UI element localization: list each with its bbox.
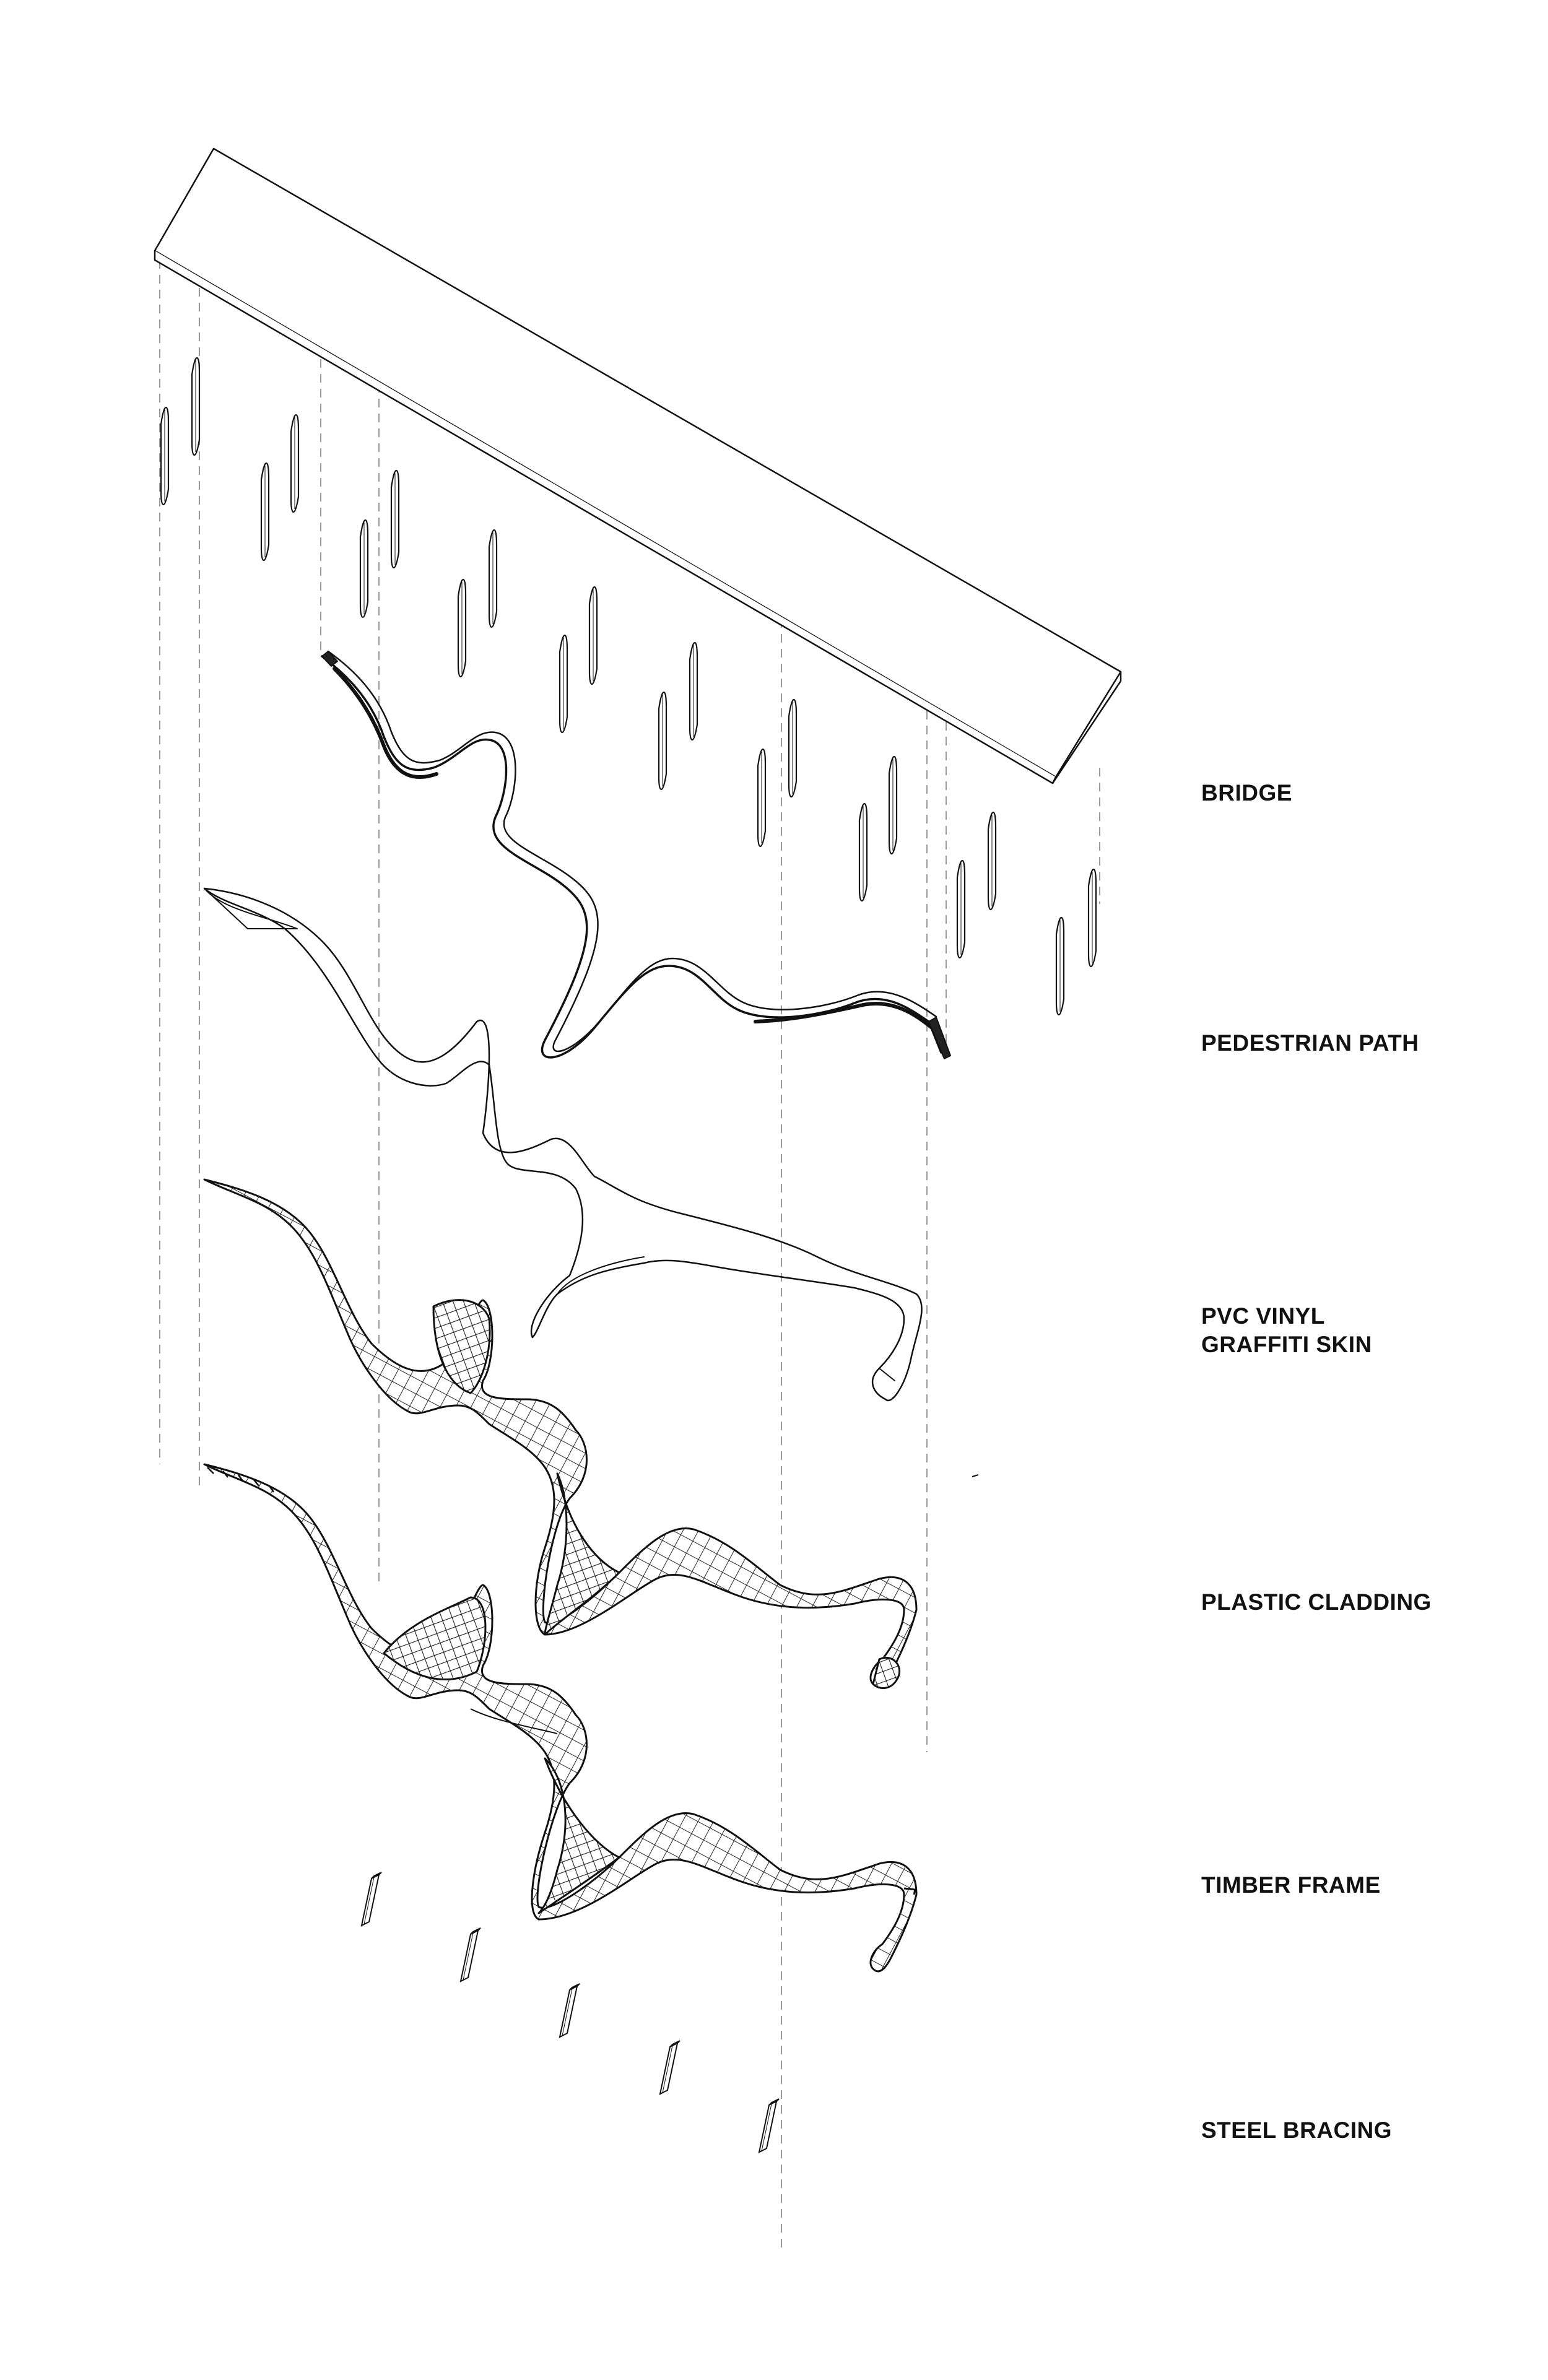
- label-steel-bracing: STEEL BRACING: [1201, 2116, 1392, 2145]
- label-timber-frame-text: TIMBER FRAME: [1201, 1872, 1381, 1898]
- bridge-slab: [154, 147, 1122, 784]
- label-bridge: BRIDGE: [1201, 779, 1292, 807]
- guide-lines: [159, 260, 1100, 2254]
- label-steel-bracing-text: STEEL BRACING: [1201, 2117, 1393, 2143]
- pvc-vinyl-skin-outline: [203, 887, 923, 1402]
- plastic-cladding-mesh: [203, 1178, 918, 1690]
- label-pvc-vinyl-line-1: PVC VINYL: [1201, 1303, 1325, 1329]
- label-bridge-text: BRIDGE: [1201, 780, 1292, 806]
- pedestrian-path-ribbon: [321, 650, 951, 1059]
- label-plastic-cladding: PLASTIC CLADDING: [1201, 1588, 1432, 1617]
- label-pedestrian-path-text: PEDESTRIAN PATH: [1201, 1030, 1419, 1056]
- label-timber-frame: TIMBER FRAME: [1201, 1871, 1381, 1900]
- label-pvc-vinyl-graffiti-skin: PVC VINYL GRAFFITI SKIN: [1201, 1302, 1372, 1359]
- label-pedestrian-path: PEDESTRIAN PATH: [1201, 1029, 1419, 1058]
- steel-bracing-blocks: [361, 1872, 780, 2153]
- label-plastic-cladding-text: PLASTIC CLADDING: [1201, 1589, 1432, 1615]
- stray-mark: [972, 1474, 979, 1477]
- timber-frame-mesh: [203, 1463, 918, 1973]
- label-pvc-vinyl-line-2: GRAFFITI SKIN: [1201, 1332, 1372, 1357]
